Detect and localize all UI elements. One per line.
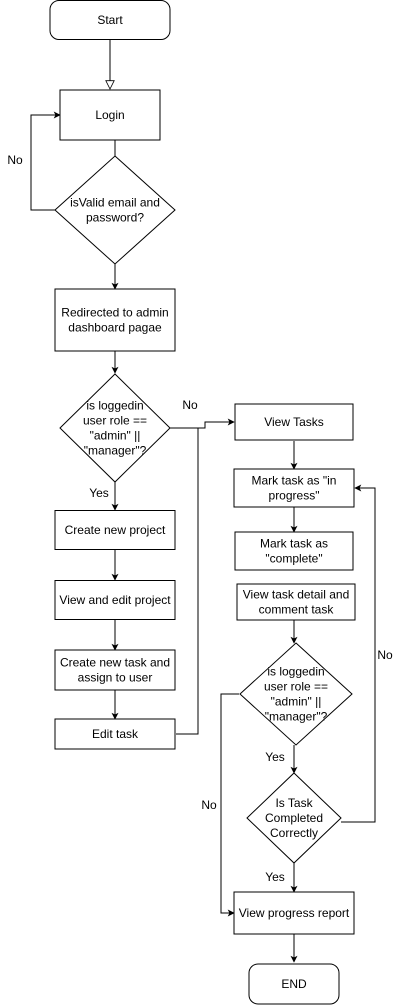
node-mark-complete[interactable]: Mark task as"complete": [234, 531, 354, 571]
node-view-task-detail-label-line: comment task: [259, 603, 335, 617]
node-create-task-label-line: Create new task and: [60, 656, 170, 670]
node-task-completed-check-shape: [246, 772, 342, 864]
node-view-tasks-label-line: View Tasks: [264, 415, 324, 429]
label-role1-no: No: [182, 398, 198, 412]
node-view-progress-report-label-line: View progress report: [239, 906, 350, 920]
node-task-completed-check-label-line: Is Task: [275, 796, 313, 810]
node-mark-complete-shape: [234, 531, 354, 571]
node-edit-task-shape: [54, 718, 176, 750]
edges: [30, 39, 376, 963]
node-view-tasks-shape: [234, 403, 354, 441]
node-create-project-label-line: Create new project: [65, 523, 166, 537]
node-redirect-dashboard-label-line: dashboard pagae: [68, 321, 162, 335]
edge-completed-no-inprogress: [341, 484, 376, 823]
label-role2-yes: Yes: [265, 750, 285, 764]
edge-edittask-viewtasks: [176, 428, 199, 735]
edge-valid-no-login: [30, 111, 61, 211]
node-mark-in-progress-shape: [233, 468, 355, 508]
node-view-edit-project-label-line: View and edit project: [59, 593, 171, 607]
node-create-task-label-line: assign to user: [78, 671, 153, 685]
node-start-shape: [49, 0, 171, 40]
node-create-project[interactable]: Create new project: [54, 510, 176, 550]
edge-role1-no-viewtasks: [170, 418, 235, 429]
node-role-check-1-label-line: "admin" ||: [90, 429, 141, 443]
node-end-label-line: END: [281, 977, 307, 991]
node-create-task-shape: [54, 649, 176, 691]
node-role-check-1-label-line: user role ==: [83, 414, 147, 428]
node-valid-credentials-label-line: isValid email and: [70, 196, 160, 210]
node-valid-credentials-shape: [54, 155, 176, 265]
node-role-check-1-label-line: "manager"?: [84, 444, 147, 458]
edge-role2-no-report: [220, 693, 239, 917]
node-start[interactable]: Start: [49, 0, 171, 40]
node-task-completed-check-label-line: Completed: [265, 811, 323, 825]
node-end[interactable]: END: [248, 963, 340, 1005]
node-view-task-detail-label-line: View task detail and: [243, 588, 350, 602]
node-view-edit-project-shape: [54, 580, 176, 620]
label-role2-no: No: [201, 798, 217, 812]
node-redirect-dashboard-shape: [54, 288, 176, 352]
node-role-check-2-label-line: "manager"?: [265, 710, 328, 724]
node-task-completed-check-label-line: Correctly: [270, 826, 318, 840]
node-start-label-line: Start: [97, 13, 123, 27]
node-mark-complete-label-line: "complete": [265, 552, 322, 566]
node-edit-task[interactable]: Edit task: [54, 718, 176, 750]
node-login-shape: [59, 89, 161, 141]
node-login[interactable]: Login: [59, 89, 161, 141]
node-create-project-shape: [54, 510, 176, 550]
node-role-check-2-shape: [239, 642, 353, 746]
label-completed-yes: Yes: [265, 870, 285, 884]
node-role-check-2-label-line: "admin" ||: [271, 695, 322, 709]
node-view-edit-project[interactable]: View and edit project: [54, 580, 176, 620]
node-login-label-line: Login: [95, 108, 124, 122]
node-mark-complete-label-line: Mark task as: [260, 537, 328, 551]
node-edit-task-label-line: Edit task: [92, 727, 139, 741]
node-valid-credentials-label-line: password?: [86, 211, 144, 225]
node-end-shape: [248, 963, 340, 1005]
node-role-check-1-shape: [59, 373, 171, 483]
node-view-tasks[interactable]: View Tasks: [234, 403, 354, 441]
node-view-progress-report[interactable]: View progress report: [233, 891, 355, 935]
label-valid-no: No: [7, 153, 23, 167]
label-role1-yes: Yes: [89, 486, 109, 500]
edge-labels: No No Yes Yes No No Yes: [7, 153, 393, 884]
node-role-check-1-label-line: is loggedin: [86, 399, 143, 413]
label-completed-no: No: [377, 648, 393, 662]
node-view-progress-report-shape: [233, 891, 355, 935]
node-view-task-detail-shape: [236, 583, 356, 621]
node-role-check-2-label-line: is loggedin: [267, 665, 324, 679]
node-redirect-dashboard-label-line: Redirected to admin: [61, 306, 168, 320]
node-mark-in-progress-label-line: Mark task as "in: [252, 474, 337, 488]
node-mark-in-progress-label-line: progress": [269, 489, 320, 503]
node-role-check-2-label-line: user role ==: [264, 680, 328, 694]
